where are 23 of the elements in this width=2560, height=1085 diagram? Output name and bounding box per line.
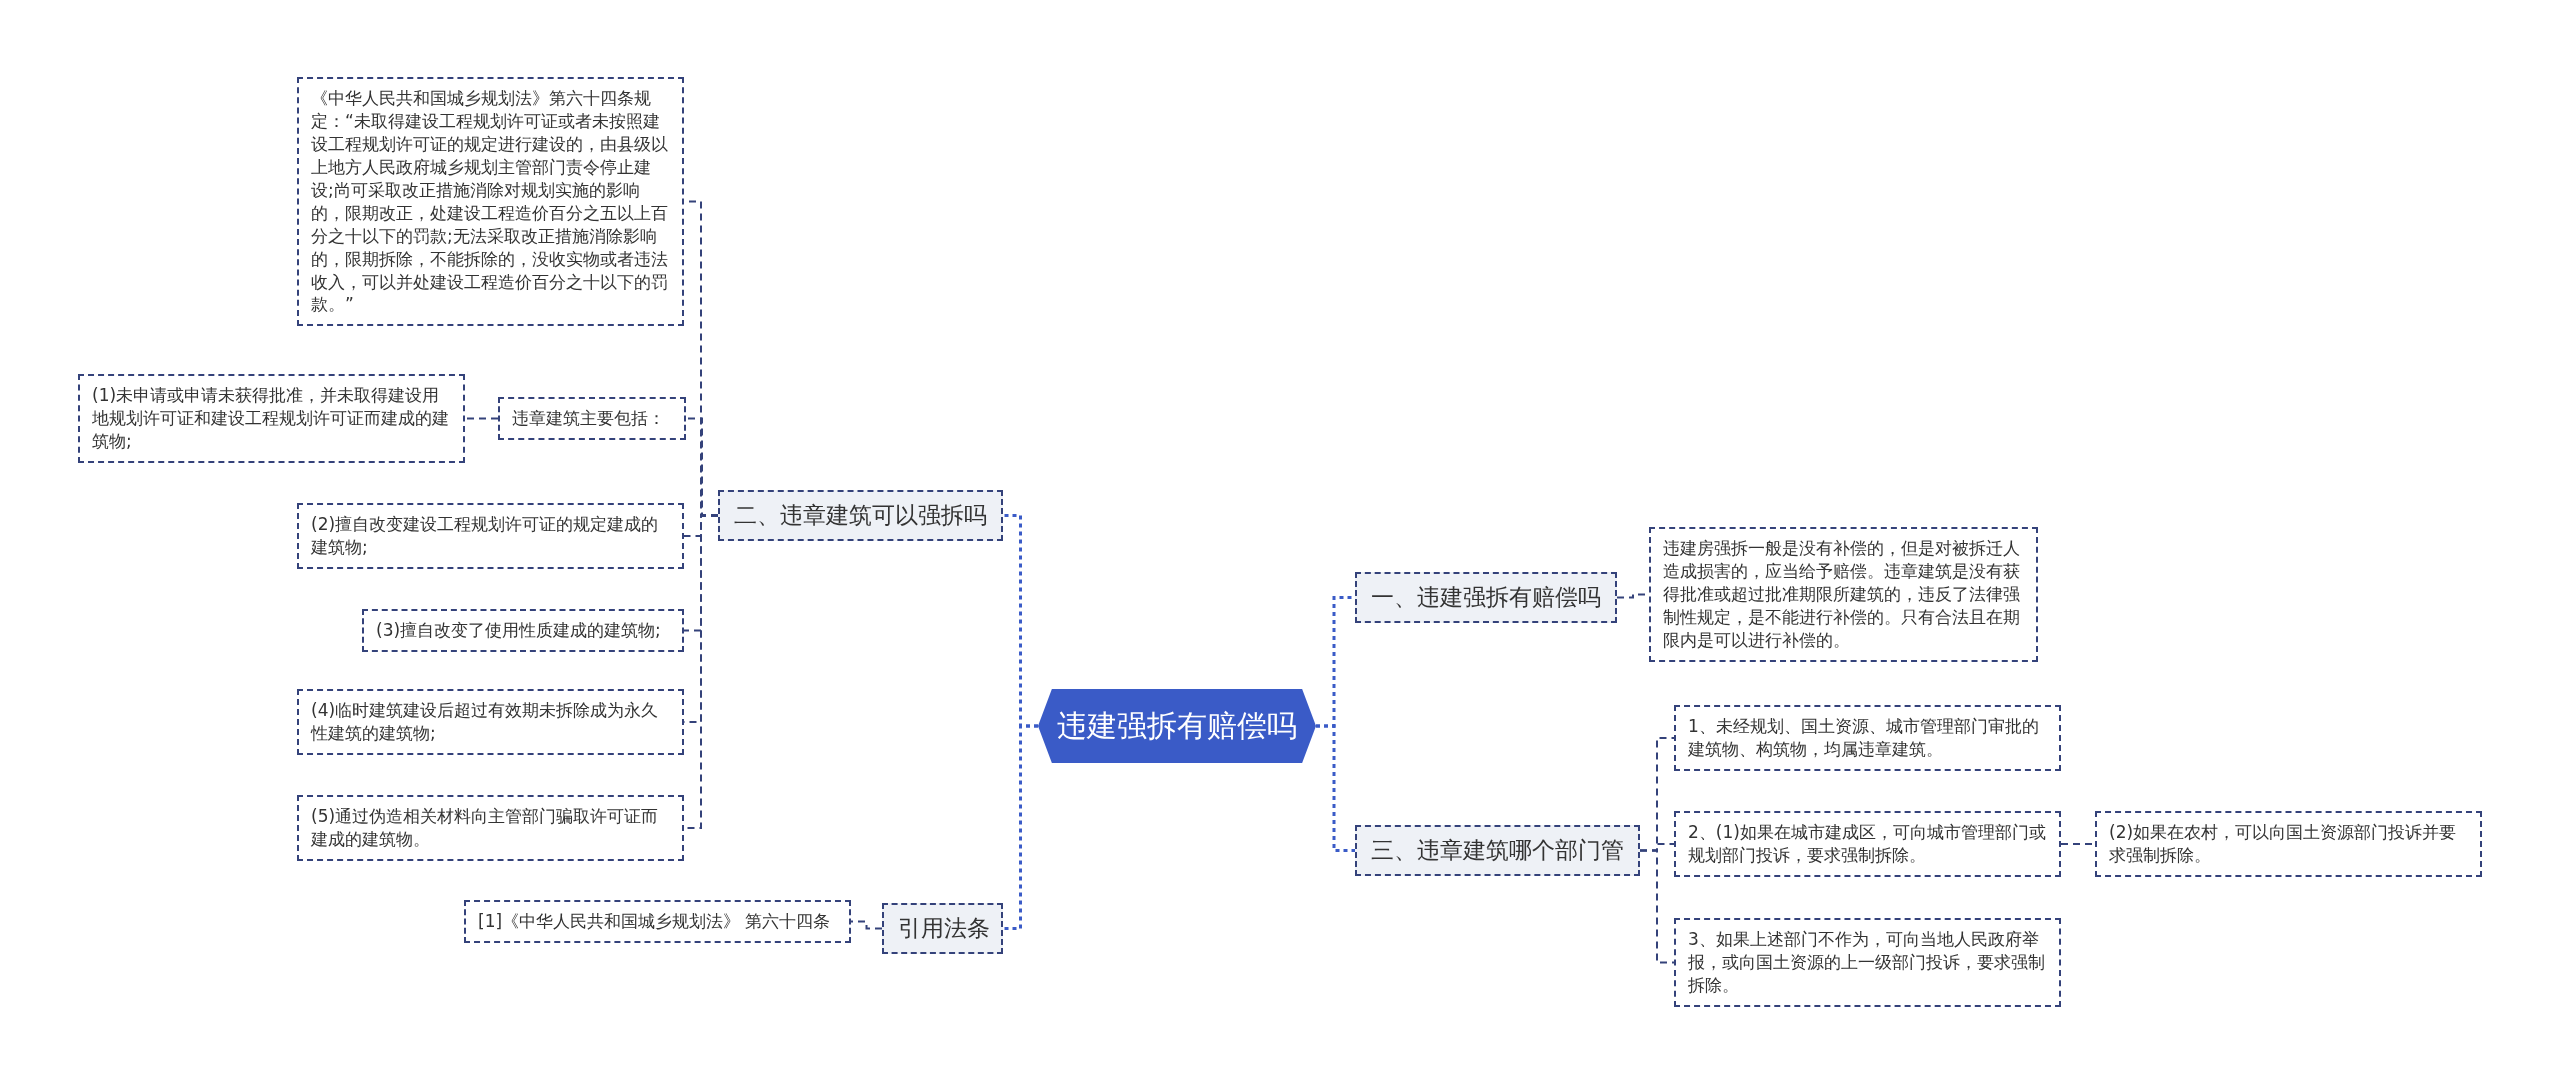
text-box: [1]《中华人民共和国城乡规划法》 第六十四条 [464,900,851,943]
text-box: 1、未经规划、国土资源、城市管理部门审批的建筑物、构筑物，均属违章建筑。 [1674,705,2061,771]
text-box: 违建房强拆一般是没有补偿的，但是对被拆迁人造成损害的，应当给予赔偿。违章建筑是没有获得批准或超过批准期限所建筑的，违反了法律强制性规定，是不能进行补偿的。只有合法且在期限内是可以进行补偿的。 [1649,527,2038,662]
text-box: (5)通过伪造相关材料向主管部门骗取许可证而建成的建筑物。 [297,795,684,861]
central-topic: 违建强拆有赔偿吗 [1038,689,1316,763]
connector [1316,724,1355,852]
text-box: 3、如果上述部门不作为，可向当地人民政府举报，或向国土资源的上一级部门投诉，要求强制拆除。 [1674,918,2061,1007]
text-box: 2、(1)如果在城市建成区，可向城市管理部门或规划部门投诉，要求强制拆除。 [1674,811,2061,877]
text-box: (2)擅自改变建设工程规划许可证的规定建成的建筑物; [297,503,684,569]
connector [850,920,883,930]
text-box: (2)如果在农村，可以向国土资源部门投诉并要求强制拆除。 [2095,811,2482,877]
topic-box: 引用法条 [882,903,1003,955]
connector [1003,724,1038,930]
text-box: 《中华人民共和国城乡规划法》第六十四条规定：“未取得建设工程规划许可证或者未按照建设工程规划许可证的规定进行建设的，由县级以上地方人民政府城乡规划主管部门责令停止建设;尚可采取改正措施消除对规划实施的影响的，限期改正，处建设工程造价百分之五以上百分之十以下的罚款;无法采取改正措施消除影响的，限期拆除，不能拆除的，没收实物或者违法收入，可以并处建设工程造价百分之十以下的罚款。” [297,77,684,327]
text-box: (3)擅自改变了使用性质建成的建筑物; [362,609,684,652]
connector [464,417,499,420]
connector [1639,849,1675,964]
text-box: (1)未申请或申请未获得批准，并未取得建设用地规划许可证和建设工程规划许可证而建成的建筑物; [78,374,465,463]
topic-box: 三、违章建筑哪个部门管 [1355,825,1640,877]
topic-box: 一、违建强拆有赔偿吗 [1355,572,1617,624]
text-box: (4)临时建筑建设后超过有效期未拆除成为永久性建筑的建筑物; [297,689,684,755]
text-box: 违章建筑主要包括： [498,397,686,440]
topic-box: 二、违章建筑可以强拆吗 [718,490,1003,542]
